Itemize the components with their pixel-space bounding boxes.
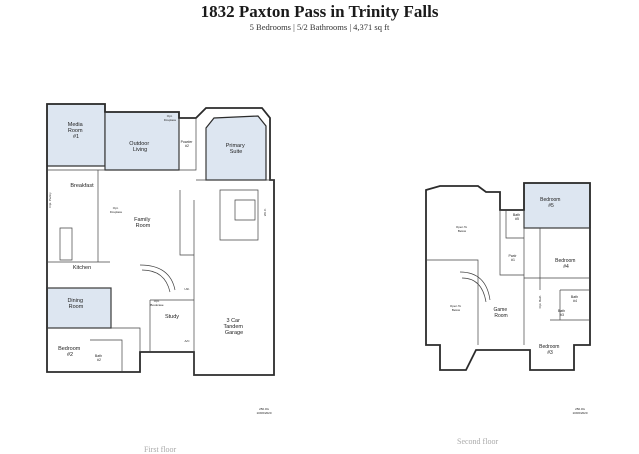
bedroom-2-label: Bedroom #2: [58, 346, 82, 358]
bedroom-4-label: Bedroom #4: [555, 258, 577, 270]
second-floor-label: Second floor: [457, 437, 499, 446]
game-room-label: Game Room: [493, 307, 508, 319]
opt-fireplace-2-label: Opt. Fireplace: [110, 206, 123, 214]
primary-suite-label: Primary Suite: [226, 143, 246, 155]
kitchen-label: Kitchen: [73, 265, 91, 271]
second-floor-outline: [425, 182, 591, 371]
opt-fireplace-label: Opt. Fireplace: [164, 114, 177, 122]
powder-1-label: Pwdr #1: [509, 254, 518, 262]
bedroom-3-label: Bedroom #3: [539, 344, 561, 356]
powder-2-label: Powder #2: [181, 140, 194, 148]
bedroom-5-label: Bedroom #5: [540, 197, 562, 209]
second-floor-plan-date: 10/06/2020: [572, 411, 587, 415]
wic-label: W.I.C.: [263, 208, 267, 216]
first-floor-plan-code: 250.0G: [259, 407, 270, 411]
page-title: 1832 Paxton Pass in Trinity Falls: [200, 2, 439, 21]
dining-room-label: Dining Room: [67, 298, 84, 310]
bath-2-label: Bath #2: [95, 354, 103, 362]
breakfast-label: Breakfast: [70, 183, 94, 189]
opt-pantry-label: Opt. Pantry: [48, 192, 52, 208]
first-floor-outline: [46, 103, 275, 376]
ac-label: A/C: [184, 339, 190, 343]
first-floor-label: First floor: [144, 445, 177, 454]
second-floor-plan: Open To Below Open To Below Bath #5 Bedr…: [425, 182, 591, 415]
bath-4-label: Bath #4: [571, 295, 579, 303]
page-subtitle: 5 Bedrooms | 5/2 Bathrooms | 4,371 sq ft: [249, 22, 390, 32]
family-room-label: Family Room: [134, 217, 152, 229]
bath-3-label: Bath #3: [558, 309, 566, 317]
garage-label: 3 Car Tandem Garage: [223, 318, 244, 336]
second-floor-plan-code: 250.0G: [575, 407, 586, 411]
opt-bookcase-label: Opt. Bookcase: [150, 299, 164, 307]
bath-5-label: Bath #5: [513, 213, 521, 221]
outdoor-living-label: Outdoor Living: [129, 141, 150, 153]
first-floor-plan-date: 10/06/2020: [256, 411, 271, 415]
util-label: Util.: [184, 287, 189, 291]
open-below-2-label: Open To Below: [450, 304, 462, 312]
media-room-label: Media Room #1: [68, 122, 85, 140]
study-label: Study: [165, 314, 179, 320]
first-floor-plan: Media Room #1 Outdoor Living Opt. Firepl…: [46, 103, 275, 415]
open-below-1-label: Open To Below: [456, 225, 468, 233]
opt-bath-label: Opt. Bath: [538, 295, 542, 308]
bedroom-5-area: [523, 182, 591, 229]
